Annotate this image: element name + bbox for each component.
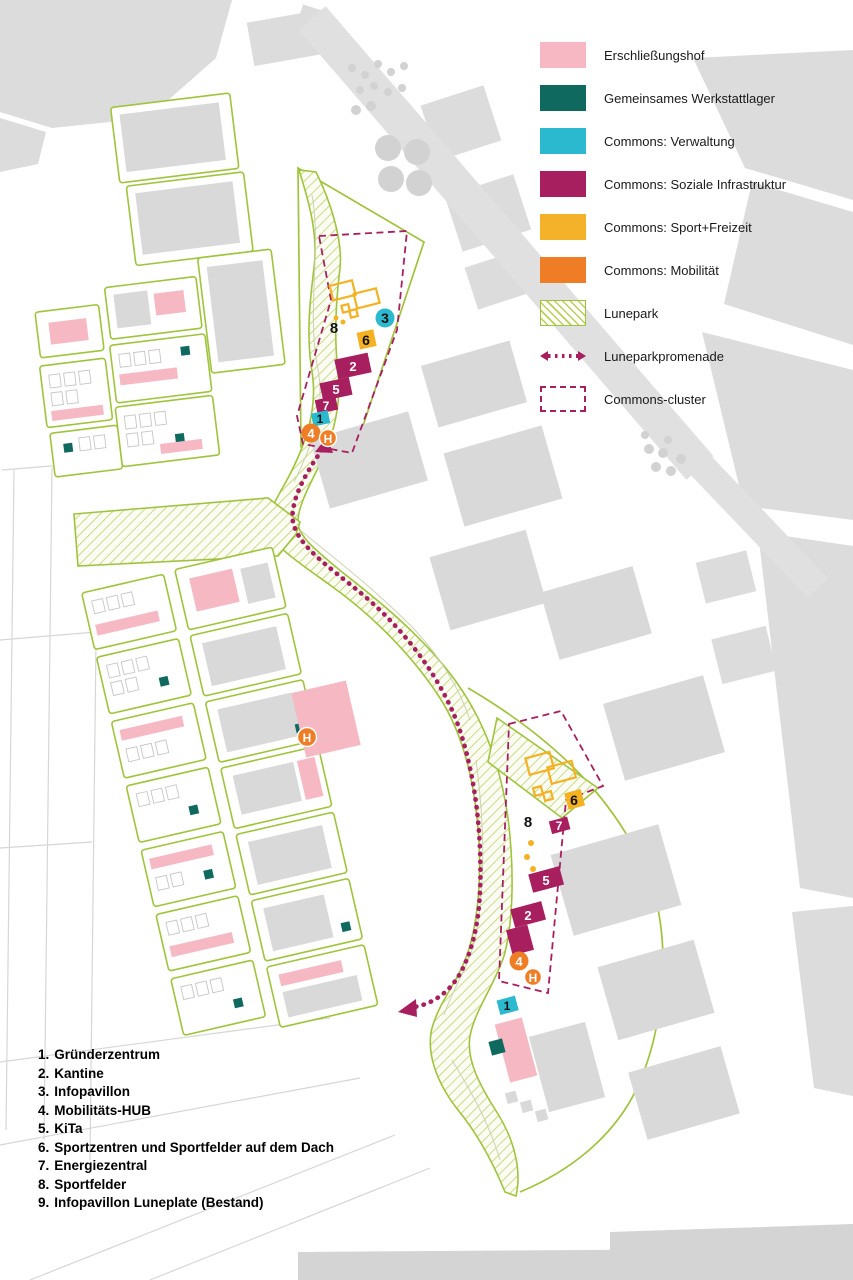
legend-item-verwaltung: Commons: Verwaltung: [540, 128, 786, 154]
marker-7: 7: [323, 399, 330, 413]
context-trees: [348, 60, 686, 476]
marker-8: 8: [524, 814, 532, 831]
legend-label: Commons: Sport+Freizeit: [604, 219, 752, 235]
key-item-9: 9.Infopavillon Luneplate (Bestand): [38, 1195, 264, 1210]
marker-1: 1: [317, 412, 324, 426]
legend-label: Commons: Verwaltung: [604, 133, 735, 149]
sport-freizeit-swatch: [540, 214, 586, 240]
cluster-1-outline: [296, 230, 409, 455]
parcel-block-middle: [81, 546, 379, 1036]
key-item-7: 7.Energiezentral: [38, 1158, 148, 1173]
key-item-2: 2.Kantine: [38, 1065, 104, 1081]
arrow-right-icon: [578, 351, 586, 361]
legend-label: Erschließungshof: [604, 47, 705, 63]
mobilitaet-swatch: [540, 257, 586, 283]
sportfeld-outline: [523, 750, 556, 777]
marker-5: 5: [542, 873, 549, 888]
commons-cluster-1: 8 6 3 2 5 7 1 4 H: [296, 230, 409, 455]
soziale-infrastruktur-swatch: [540, 171, 586, 197]
legend: Erschließungshof Gemeinsames Werkstattla…: [540, 42, 786, 412]
erschliessungshof-swatch: [540, 42, 586, 68]
marker-hub: H: [324, 432, 333, 446]
legend-label: Gemeinsames Werkstattlager: [604, 90, 775, 106]
context-areas: [0, 0, 853, 1096]
marker-6: 6: [570, 792, 578, 808]
werkstattlager-swatch: [540, 85, 586, 111]
marker-2: 2: [349, 359, 356, 374]
key-item-1: 1.Gründerzentrum: [38, 1047, 161, 1062]
verwaltung-swatch: [540, 128, 586, 154]
key-item-6: 6.Sportzentren und Sportfelder auf dem D…: [38, 1139, 335, 1155]
south-buildings: [488, 1017, 606, 1123]
key-item-3: 3.Infopavillon: [38, 1084, 131, 1099]
mobility-hub-mid: H: [296, 726, 318, 748]
dotted-line: [548, 354, 578, 358]
marker-6: 6: [362, 332, 370, 348]
context-bottom-strip: [298, 1224, 853, 1280]
lunepark-swatch: [540, 300, 586, 326]
key-item-4: 4.Mobilitäts-HUB: [38, 1102, 152, 1118]
marker-7: 7: [556, 819, 563, 833]
commons-cluster-swatch: [540, 386, 586, 412]
commons-cluster-2: 8 6 7 5 2 4 H 1: [496, 709, 605, 1016]
legend-label: Lunepark: [604, 305, 659, 321]
sportfeld-outline: [328, 278, 357, 302]
east-buildings: [310, 340, 740, 1140]
marker-3: 3: [381, 310, 389, 326]
marker-8: 8: [330, 320, 338, 337]
legend-item-commons-cluster: Commons-cluster: [540, 386, 786, 412]
legend-item-werkstattlager: Gemeinsames Werkstattlager: [540, 85, 786, 111]
legend-label: Commons: Soziale Infrastruktur: [604, 176, 787, 192]
legend-item-erschliessungshof: Erschließungshof: [540, 42, 786, 68]
marker-2: 2: [524, 908, 531, 923]
legend-item-lunepark: Lunepark: [540, 300, 786, 326]
legend-item-soziale-infrastruktur: Commons: Soziale Infrastruktur: [540, 171, 786, 197]
marker-hub: H: [529, 971, 538, 985]
context-roads: [298, 6, 829, 598]
erschliessungshof-hall: [291, 680, 361, 758]
legend-item-sport-freizeit: Commons: Sport+Freizeit: [540, 214, 786, 240]
marker-4: 4: [515, 954, 523, 969]
parcel-block-upper-left: [34, 92, 286, 478]
key-list: 1.Gründerzentrum 2.Kantine 3.Infopavillo…: [38, 1046, 334, 1213]
legend-item-luneparkpromenade: Luneparkpromenade: [540, 343, 786, 369]
legend-item-mobilitaet: Commons: Mobilität: [540, 257, 786, 283]
marker-hub: H: [303, 731, 312, 745]
marker-1: 1: [504, 999, 511, 1013]
legend-label: Commons-cluster: [604, 391, 706, 407]
sportfeld-outline: [352, 286, 381, 310]
key-item-5: 5.KiTa: [38, 1121, 83, 1136]
promenade-swatch: [540, 343, 586, 369]
marker-5: 5: [332, 382, 339, 397]
promenade-arrow-bottom: [398, 999, 417, 1017]
marker-4: 4: [307, 426, 315, 441]
arrow-left-icon: [540, 351, 548, 361]
legend-label: Commons: Mobilität: [604, 262, 719, 278]
legend-label: Luneparkpromenade: [604, 348, 724, 364]
sportfeld-outline: [545, 759, 578, 786]
key-item-8: 8.Sportfelder: [38, 1176, 127, 1192]
